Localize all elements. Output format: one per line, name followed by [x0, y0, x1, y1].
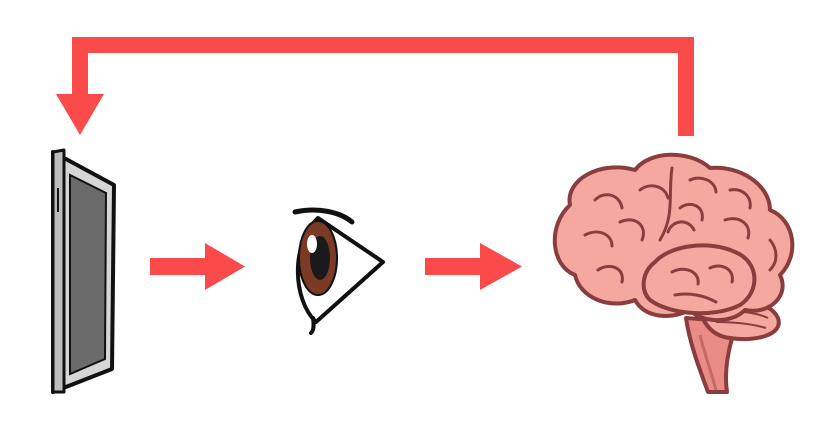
brain-icon	[552, 152, 795, 394]
arrow-phone-to-eye-shaft	[150, 258, 208, 275]
eye-lid-bottom	[309, 316, 316, 335]
feedback-arrow	[56, 37, 694, 136]
eye-highlight	[307, 235, 317, 253]
phone-side-edge	[51, 148, 66, 394]
arrow-phone-to-eye-head	[205, 243, 245, 290]
arrow-phone-to-eye	[150, 243, 245, 290]
phone-screen	[69, 173, 108, 376]
feedback-arrow-line	[72, 37, 694, 136]
smartphone-icon	[51, 148, 116, 394]
arrow-eye-to-brain	[425, 243, 522, 290]
central-sulcus	[658, 166, 674, 242]
eye-lid-top	[292, 207, 355, 225]
arrow-eye-to-brain-shaft	[425, 258, 483, 275]
eye-icon	[292, 207, 385, 335]
brain-folds	[583, 176, 778, 304]
brainstem-line	[698, 334, 718, 391]
phone-speaker	[80, 166, 99, 178]
feedback-arrow-head	[56, 94, 104, 135]
arrow-eye-to-brain-head	[480, 243, 522, 290]
